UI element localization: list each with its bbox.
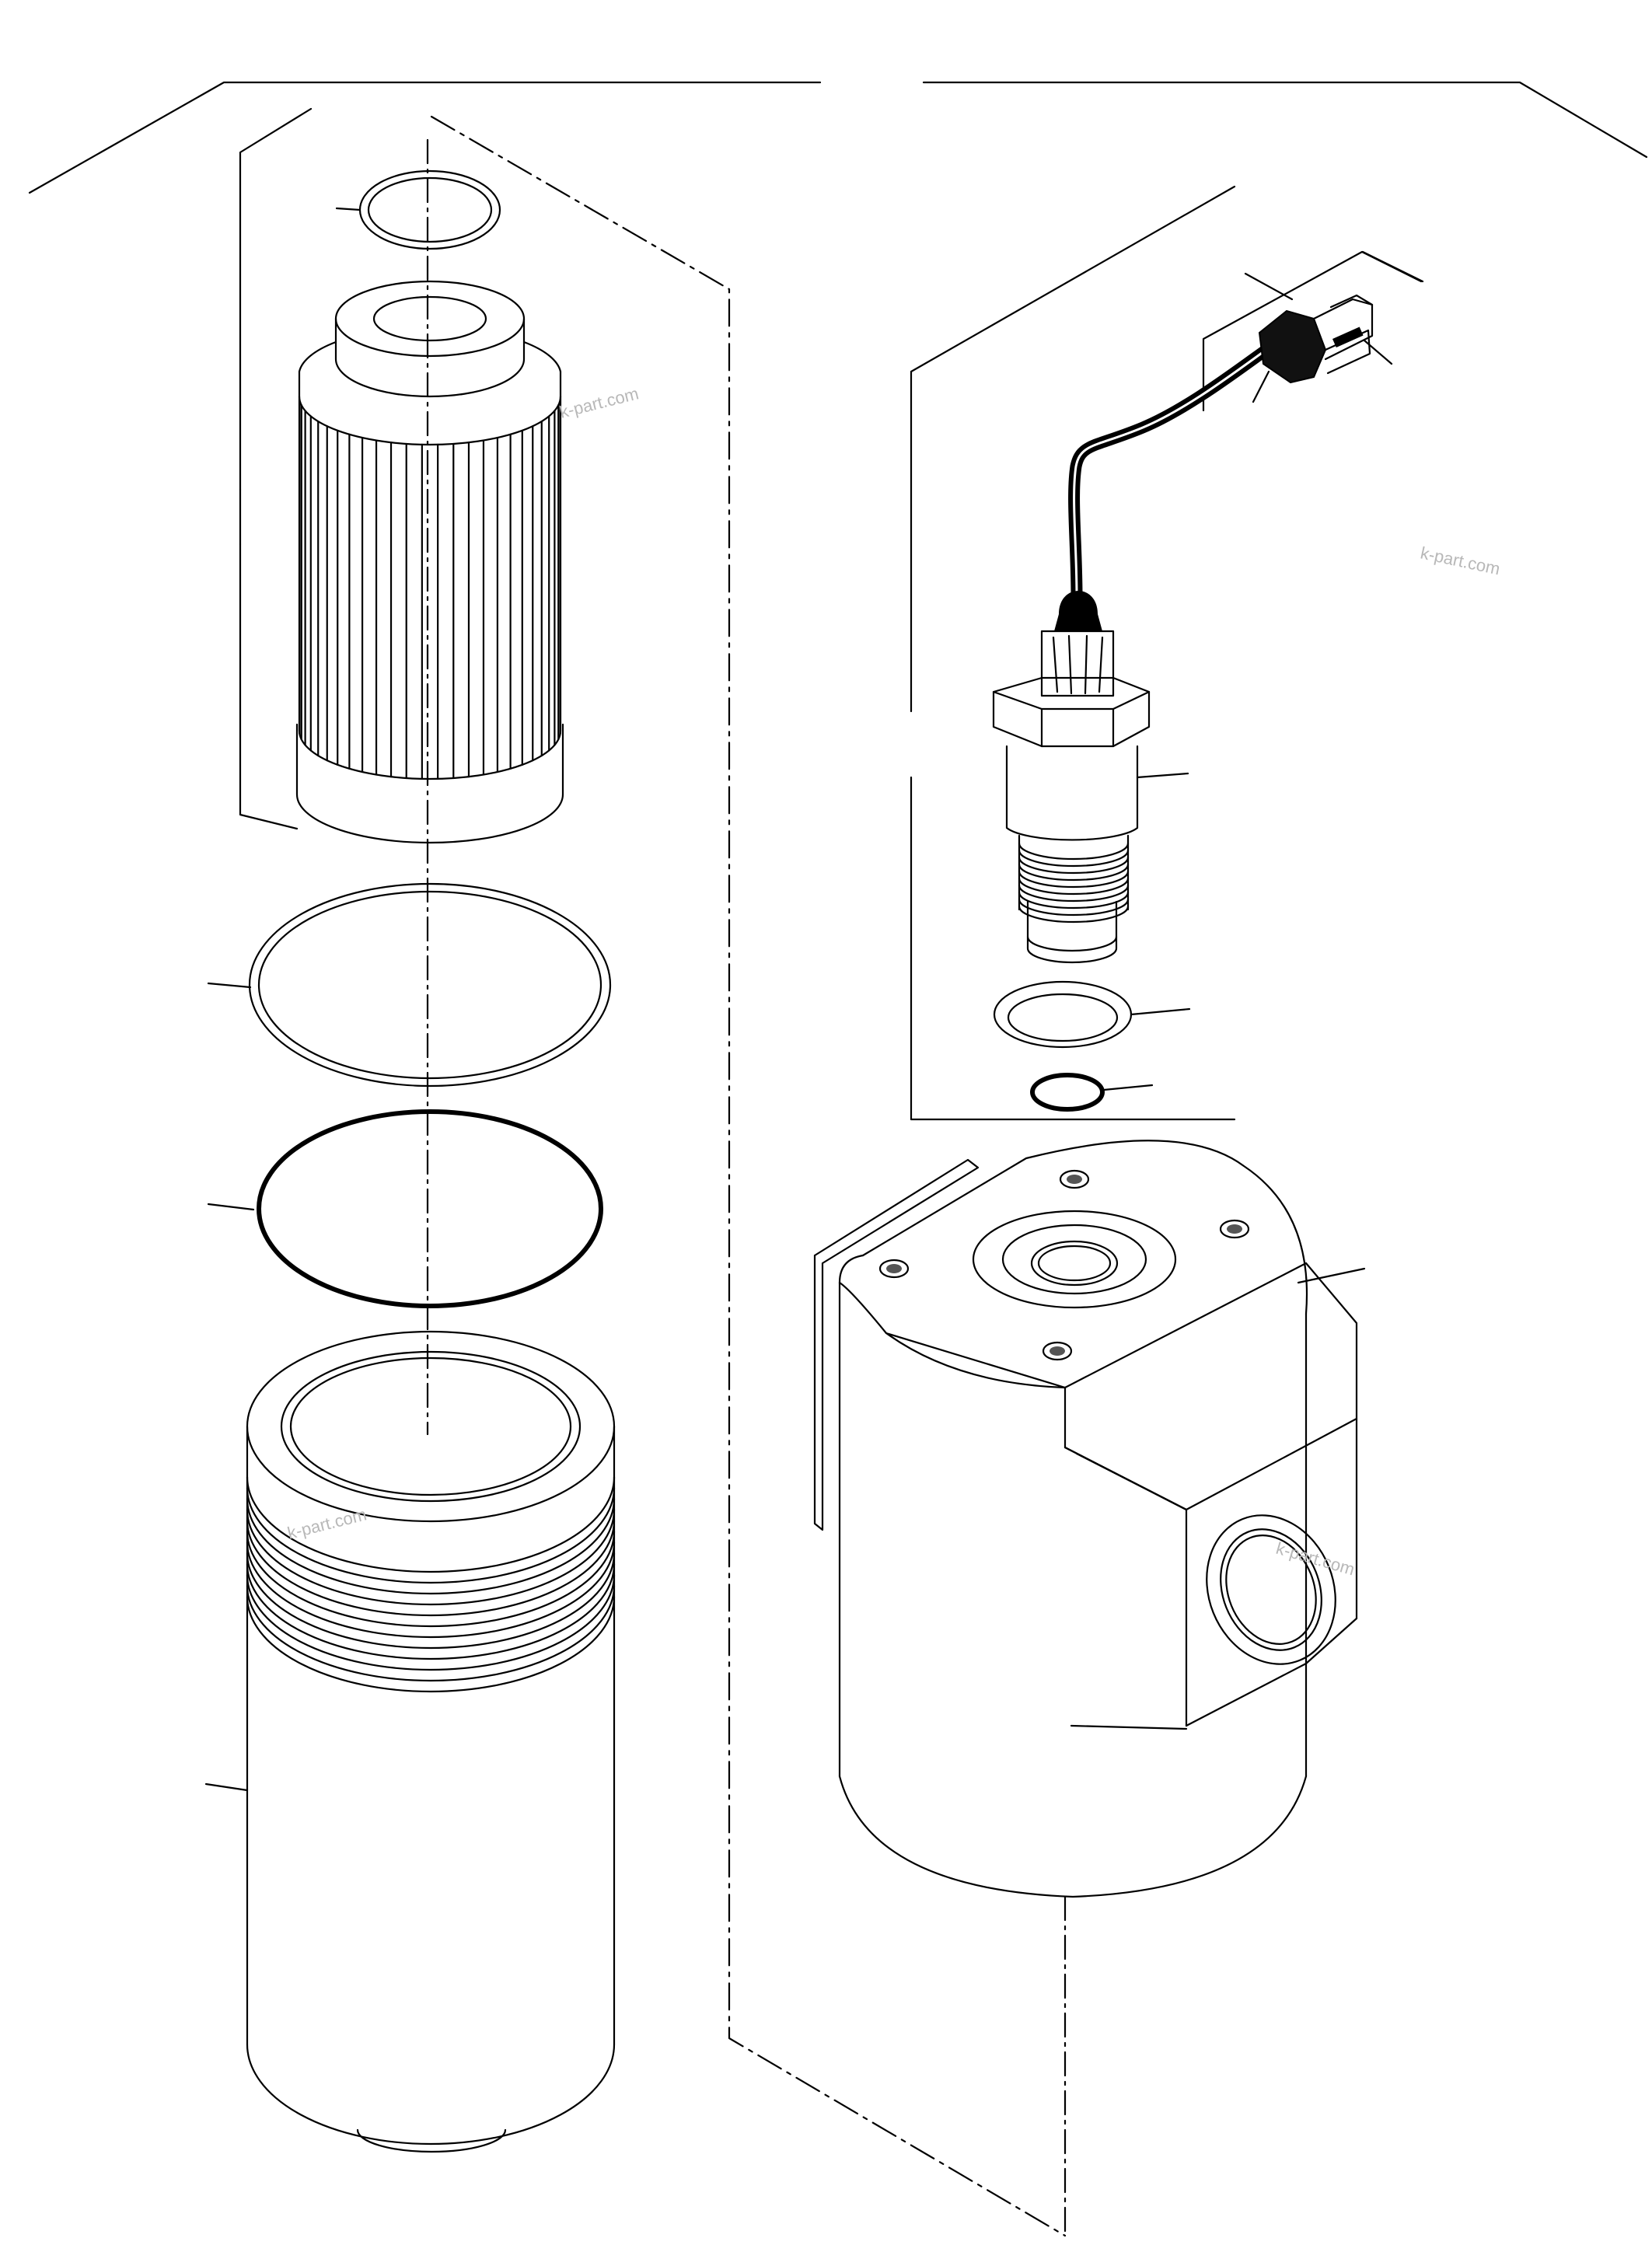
backup-ring <box>207 1109 603 1308</box>
sensor-o-ring <box>1030 1073 1154 1112</box>
bolt-holes <box>878 1169 1250 1361</box>
sensor-washer <box>993 980 1191 1049</box>
sensor-cable <box>1068 337 1281 603</box>
bowl-threads <box>246 1475 616 1693</box>
sensor-group-bracket <box>910 185 1236 1121</box>
large-o-ring <box>207 882 612 1088</box>
filter-pleats <box>299 398 561 780</box>
filter-head: k-part.com <box>813 1140 1366 1898</box>
watermark-bowl: k-part.com <box>285 1504 368 1542</box>
phantom-plane-lines <box>426 115 1067 2237</box>
connector-plug <box>1258 294 1393 384</box>
connector-bracket <box>1202 250 1424 412</box>
filter-bowl: k-part.com <box>204 1330 616 2153</box>
small-o-ring-top <box>335 169 501 250</box>
watermark-filter: k-part.com <box>557 383 641 421</box>
assembly-bracket-lines <box>28 81 1648 194</box>
filter-element-group-bracket <box>239 107 313 830</box>
filter-element: k-part.com <box>295 280 641 844</box>
sensor-threads <box>1018 834 1130 924</box>
pressure-sensor: k-part.com <box>992 543 1502 964</box>
watermark-sensor: k-part.com <box>1419 543 1502 578</box>
